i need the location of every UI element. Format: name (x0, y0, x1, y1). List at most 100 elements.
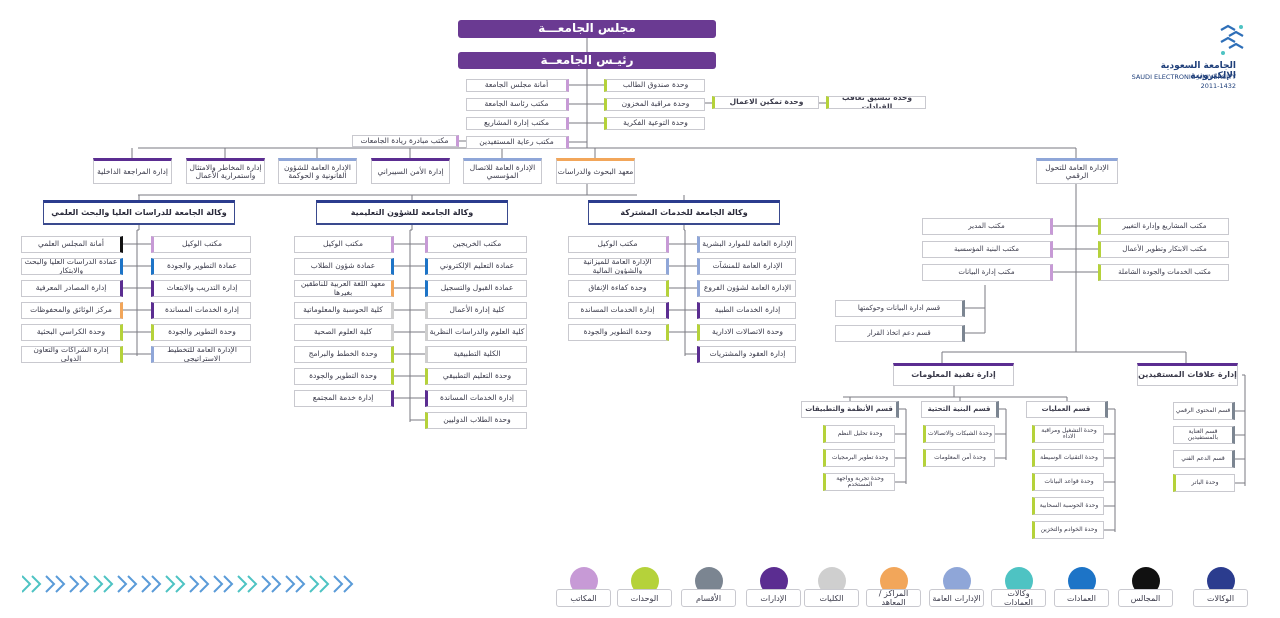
it-group-0-unit-0-label: وحدة التشغيل ومراقبة الاداء (1041, 426, 1097, 440)
vp-edu-right-0: مكتب الخريجين (425, 236, 527, 253)
beneficiaries-item-0-label: قسم المحتوى الرقمي (1175, 406, 1231, 414)
vp-edu-right-5-label: الكلية التطبيقية (453, 349, 501, 359)
pattern-chevron (69, 575, 90, 593)
university-council: مجلس الجامعـــة (458, 20, 716, 38)
it-group-1-unit-0-label: وحدة الشبكات والاتصالات (928, 429, 992, 437)
vp-shared-right-5: إدارة العقود والمشتريات (697, 346, 796, 363)
president-unit-2: وحدة التوعية الفكرية (604, 117, 705, 130)
it-group-0-unit-2-label: وحدة قواعد البيانات (1044, 477, 1094, 485)
it-group-0: قسم العمليات (1026, 401, 1108, 418)
president-office-0-label: أمانة مجلس الجامعة (484, 80, 549, 90)
vp-edu-left-3: كلية الحوسبة والمعلوماتية (294, 302, 394, 319)
it-group-0-unit-4: وحدة الخوادم والتخزين (1032, 521, 1104, 539)
it-group-2: قسم الأنظمة والتطبيقات (801, 401, 899, 418)
vp-edu-right-0-label: مكتب الخريجين (452, 239, 502, 249)
vp-grad-right-2-label: إدارة التدريب والابتعاث (166, 283, 238, 293)
vp-edu-left-5: وحدة الخطط والبرامج (294, 346, 394, 363)
it-group-1: قسم البنية التحتية (921, 401, 999, 418)
vp-grad-right-1: عمادة التطوير والجودة (151, 258, 251, 275)
legend-item-centers: المراكز / المعاهد (866, 567, 921, 607)
pattern-chevron (333, 575, 354, 593)
vp-grad-left-4-label: وحدة الكراسي البحثية (36, 327, 106, 337)
vp-grad-left-3-label: مركز الوثائق والمحفوظات (30, 305, 112, 315)
legend-item-councils: المجالس (1118, 567, 1173, 607)
president-unit-1-label: وحدة مراقبة المخزون (621, 99, 690, 109)
vp-shared-right-2-label: الإدارة العامة لشؤون الفروع (703, 283, 792, 293)
university-president: رئيـس الجامعــة (458, 52, 716, 69)
beneficiaries-item-2: قسم الدعم الفني (1173, 450, 1235, 468)
president-office-2-label: مكتب إدارة المشاريع (484, 118, 549, 128)
it-group-0-unit-3: وحدة الحوسبة السحابية (1032, 497, 1104, 515)
entrepreneurship-office: مكتب مبادرة ريادة الجامعات (352, 135, 459, 147)
it-group-1-unit-1: وحدة أمن المعلومات (923, 449, 995, 467)
vp-shared-title: وكالة الجامعة للخدمات المشتركة (588, 200, 780, 225)
pattern-chevron (285, 575, 306, 593)
direct-admin-0: معهد البحوث والدراسات (556, 158, 635, 184)
vp-edu-left-2: معهد اللغة العربية للناطقين بغيرها (294, 280, 394, 297)
vp-grad-right-0-label: مكتب الوكيل (182, 239, 222, 249)
legend-item-colleges: الكليات (804, 567, 859, 607)
digital-transformation-label: الإدارة العامة للتحول الرقمي (1045, 163, 1109, 180)
digital-unit-2-label: مكتب الخدمات والجودة الشاملة (1118, 267, 1211, 276)
data-section-0-label: قسم ادارة البيانات وحوكمتها (857, 303, 941, 312)
vp-shared-right-0-label: الإدارة العامة للموارد البشرية (702, 239, 793, 249)
it-group-2-unit-0: وحدة تحليل النظم (823, 425, 895, 443)
vp-edu-left-0-label: مكتب الوكيل (323, 239, 363, 249)
vp-grad-left-1-label: عمادة الدراسات العليا والبحث والابتكار (24, 258, 118, 275)
vp-shared-left-2: وحدة كفاءة الإنفاق (568, 280, 669, 297)
vp-shared-left-0-label: مكتب الوكيل (597, 239, 638, 249)
data-section-0: قسم ادارة البيانات وحوكمتها (835, 300, 965, 317)
vp-grad-left-0: أمانة المجلس العلمي (21, 236, 123, 253)
digital-office-1: مكتب البنية المؤسسية (922, 241, 1053, 258)
vp-edu-right-6: وحدة التعليم التطبيقي (425, 368, 527, 385)
pattern-chevron (261, 575, 282, 593)
vp-edu-right-8-label: وحدة الطلاب الدوليين (443, 415, 511, 425)
vp-edu-right-7-label: إدارة الخدمات المساندة (440, 393, 514, 403)
vp-shared-right-3: إدارة الخدمات الطبية (697, 302, 796, 319)
direct-admin-1: الإدارة العامة للاتصال المؤسسي (463, 158, 542, 184)
vp-edu-right-7: إدارة الخدمات المساندة (425, 390, 527, 407)
vp-edu-right-1: عمادة التعليم الإلكتروني (425, 258, 527, 275)
direct-admin-3-label: الإدارة العامة للشؤون القانونية و الحوكم… (284, 163, 351, 180)
it-group-0-unit-0: وحدة التشغيل ومراقبة الاداء (1032, 425, 1104, 443)
vp-shared-left-4: وحدة التطوير والجودة (568, 324, 669, 341)
vp-edu-left-7-label: إدارة خدمة المجتمع (312, 393, 374, 403)
legend-item-units: الوحدات (617, 567, 672, 607)
pattern-chevron (165, 575, 186, 593)
vp-grad-left-5: إدارة الشراكات والتعاون الدولي (21, 346, 123, 363)
vp-shared-right-3-label: إدارة الخدمات الطبية (714, 305, 781, 315)
vp-shared-right-0: الإدارة العامة للموارد البشرية (697, 236, 796, 253)
president-office-1: مكتب رئاسة الجامعة (466, 98, 569, 111)
vp-grad-right-2: إدارة التدريب والابتعاث (151, 280, 251, 297)
it-group-1-unit-1-label: وحدة أمن المعلومات (934, 453, 986, 461)
leadership-unit-label: وحدة تنسيق تعاقب القيادات (841, 96, 913, 109)
vp-grad-left-5-label: إدارة الشراكات والتعاون الدولي (33, 346, 109, 363)
entrepreneurship-office-label: مكتب مبادرة ريادة الجامعات (360, 135, 449, 145)
direct-admin-2: إدارة الأمن السيبراني (371, 158, 450, 184)
vp-edu-left-7: إدارة خدمة المجتمع (294, 390, 394, 407)
vp-shared-left-2-label: وحدة كفاءة الإنفاق (588, 283, 647, 293)
vp-edu-left-4: كلية العلوم الصحية (294, 324, 394, 341)
vp-grad-right-4: وحدة التطوير والجودة (151, 324, 251, 341)
beneficiaries-item-3: وحدة الباتر (1173, 474, 1235, 492)
legend-item-general_admins: الإدارات العامة (929, 567, 984, 607)
vp-edu-right-1-label: عمادة التعليم الإلكتروني (439, 261, 515, 271)
digital-office-1-label: مكتب البنية المؤسسية (954, 244, 1019, 253)
vp-grad-left-4: وحدة الكراسي البحثية (21, 324, 123, 341)
university-council-label: مجلس الجامعـــة (538, 21, 636, 36)
it-group-0-unit-1: وحدة التقنيات الوسيطة (1032, 449, 1104, 467)
direct-admin-5: إدارة المراجعة الداخلية (93, 158, 172, 184)
enablement-unit: وحدة تمكين الاعمال (712, 96, 819, 109)
beneficiaries-item-3-label: وحدة الباتر (1191, 478, 1219, 486)
vp-shared-left-1-label: الإدارة العامة للميزانية والشؤون المالية (583, 258, 652, 275)
vp-grad-right-3-label: إدارة الخدمات المساندة (165, 305, 239, 315)
digital-unit-1: مكتب الابتكار وتطوير الأعمال (1098, 241, 1229, 258)
it-group-1-label: قسم البنية التحتية (927, 404, 991, 413)
vp-edu-left-1-label: عمادة شؤون الطلاب (310, 261, 376, 271)
president-unit-0-label: وحدة صندوق الطالب (622, 80, 689, 90)
direct-admin-1-label: الإدارة العامة للاتصال المؤسسي (469, 163, 536, 180)
pattern-chevron (93, 575, 114, 593)
legend-label: العمادات (1054, 589, 1109, 607)
pattern-chevron (309, 575, 330, 593)
